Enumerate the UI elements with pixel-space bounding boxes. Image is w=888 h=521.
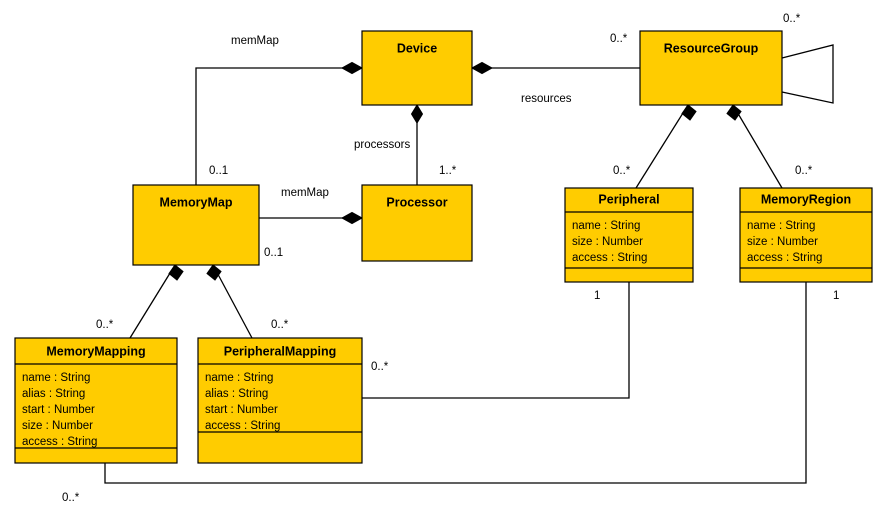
class-peripheralmapping-attr-3: access : String xyxy=(205,420,280,432)
multiplicity-memorymapping-bottom: 0..* xyxy=(62,492,80,504)
class-memoryregion-attr-0: name : String xyxy=(747,220,815,232)
class-peripheral-title: Peripheral xyxy=(598,192,659,206)
diamond-resourcegroup-memoryregion xyxy=(726,104,742,121)
edge-memorymapping-memoryregion xyxy=(104,282,807,484)
class-peripheralmapping-attr-1: alias : String xyxy=(205,388,268,400)
class-memorymapping[interactable]: MemoryMapping name : String alias : Stri… xyxy=(14,337,178,464)
class-device-title: Device xyxy=(397,41,437,55)
class-processor-title: Processor xyxy=(386,195,447,209)
class-memorymapping-attr-0: name : String xyxy=(22,372,90,384)
edge-resourcegroup-memoryregion xyxy=(732,104,783,189)
class-device[interactable]: Device xyxy=(361,30,473,106)
class-memorymap-title: MemoryMap xyxy=(160,195,233,209)
multiplicity-memorymap-device: 0..1 xyxy=(209,165,228,177)
diamond-memorymap-peripheralmapping xyxy=(206,264,222,281)
role-label-memmap-processor: memMap xyxy=(281,187,329,199)
role-label-resources: resources xyxy=(521,93,572,105)
class-peripheralmapping-attr-2: start : Number xyxy=(205,404,278,416)
class-memoryregion-attr-1: size : Number xyxy=(747,236,818,248)
class-peripheral[interactable]: Peripheral name : String size : Number a… xyxy=(564,187,694,283)
class-peripheralmapping[interactable]: PeripheralMapping name : String alias : … xyxy=(197,337,363,464)
class-processor[interactable]: Processor xyxy=(361,184,473,262)
class-memoryregion-title: MemoryRegion xyxy=(761,192,851,206)
class-peripheral-box[interactable] xyxy=(564,187,694,283)
role-label-processors: processors xyxy=(354,139,410,151)
class-memoryregion[interactable]: MemoryRegion name : String size : Number… xyxy=(739,187,873,283)
class-memorymapping-attr-4: access : String xyxy=(22,436,97,448)
class-memorymap-box[interactable] xyxy=(132,184,260,266)
class-device-box[interactable] xyxy=(361,30,473,106)
class-peripheralmapping-box[interactable] xyxy=(197,337,363,464)
multiplicity-memoryregion-bottom: 1 xyxy=(833,290,839,302)
class-peripheral-attr-1: size : Number xyxy=(572,236,643,248)
multiplicity-resourcegroup-self: 0..* xyxy=(783,13,801,25)
diamond-processor-left xyxy=(340,211,364,225)
diamond-device-right xyxy=(470,61,494,75)
edge-resourcegroup-peripheral xyxy=(635,104,689,189)
multiplicity-memoryregion-resourcegroup: 0..* xyxy=(795,165,813,177)
class-peripheral-attr-2: access : String xyxy=(572,252,647,264)
edge-peripheralmapping-peripheral xyxy=(362,282,630,399)
class-peripheralmapping-title: PeripheralMapping xyxy=(224,344,337,358)
diamond-memorymap-memorymapping xyxy=(168,264,184,281)
class-processor-box[interactable] xyxy=(361,184,473,262)
class-resourcegroup-box[interactable] xyxy=(639,30,783,106)
edge-resourcegroup-self xyxy=(781,44,834,104)
multiplicity-processor-device: 1..* xyxy=(439,165,457,177)
multiplicity-labels-layer: 0..* 0..* 0..1 1..* 0..* 0..* 0..1 1 1 0… xyxy=(62,13,839,504)
class-memorymapping-attr-3: size : Number xyxy=(22,420,93,432)
multiplicity-peripheral-bottom: 1 xyxy=(594,290,600,302)
role-label-memmap-device: memMap xyxy=(231,35,279,47)
role-labels-layer: memMap resources processors memMap xyxy=(231,35,572,199)
multiplicity-peripheralmapping-memorymap: 0..* xyxy=(271,319,289,331)
edge-memorymap-peripheralmapping xyxy=(212,264,253,339)
class-memorymapping-attr-2: start : Number xyxy=(22,404,95,416)
class-memorymapping-box[interactable] xyxy=(14,337,178,464)
multiplicity-device-resourcegroup: 0..* xyxy=(610,33,628,45)
multiplicity-peripheralmapping-right: 0..* xyxy=(371,361,389,373)
multiplicity-peripheral-resourcegroup: 0..* xyxy=(613,165,631,177)
class-memorymap[interactable]: MemoryMap xyxy=(132,184,260,266)
edge-memorymap-device xyxy=(195,67,362,185)
class-memoryregion-box[interactable] xyxy=(739,187,873,283)
diamond-resourcegroup-peripheral xyxy=(681,104,697,121)
class-memorymapping-attr-1: alias : String xyxy=(22,388,85,400)
diamond-device-left xyxy=(340,61,364,75)
class-peripheralmapping-attr-0: name : String xyxy=(205,372,273,384)
multiplicity-memorymap-processor: 0..1 xyxy=(264,247,283,259)
diamond-device-bottom xyxy=(410,104,424,124)
class-resourcegroup[interactable]: ResourceGroup xyxy=(639,30,783,106)
multiplicity-memorymapping-memorymap: 0..* xyxy=(96,319,114,331)
class-memoryregion-attr-2: access : String xyxy=(747,252,822,264)
class-resourcegroup-title: ResourceGroup xyxy=(664,41,759,55)
edge-memorymap-memorymapping xyxy=(129,264,176,339)
class-peripheral-attr-0: name : String xyxy=(572,220,640,232)
class-memorymapping-title: MemoryMapping xyxy=(46,344,145,358)
